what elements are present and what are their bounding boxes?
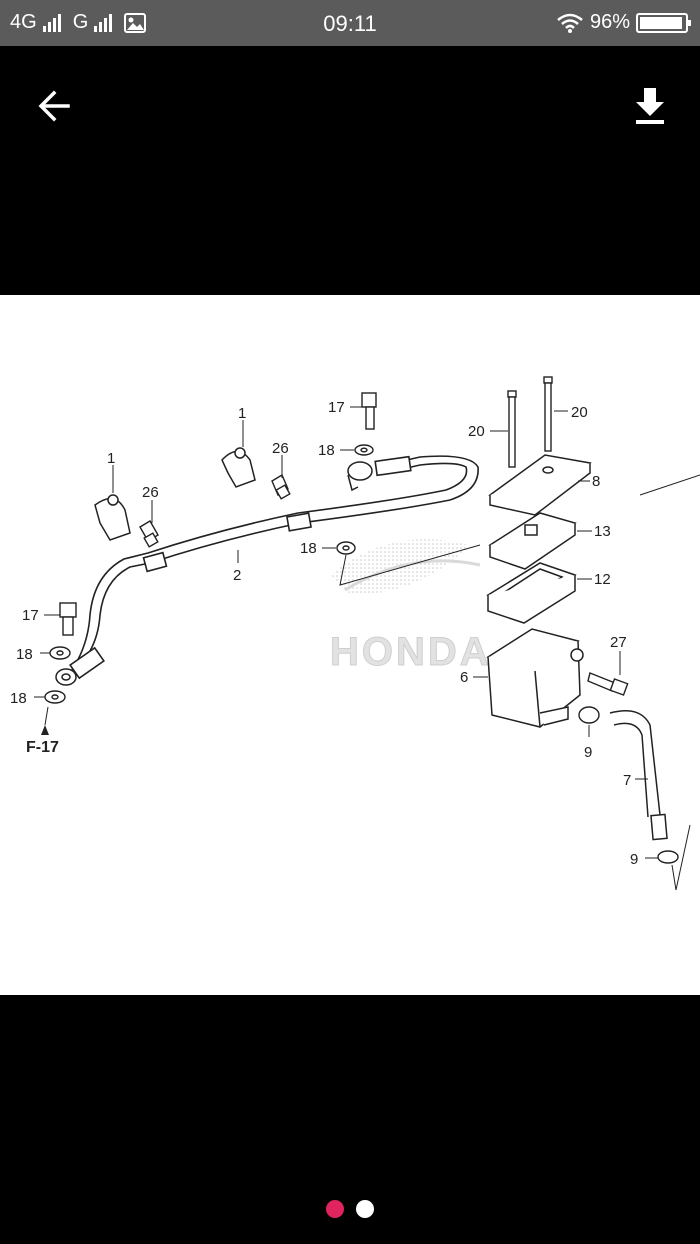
callout-18-top: 18 <box>318 442 335 459</box>
network-4g-label: 4G <box>10 11 37 33</box>
wifi-icon <box>557 13 583 33</box>
reference-f17: F-17 <box>26 739 59 756</box>
callout-7: 7 <box>623 772 631 789</box>
download-button[interactable] <box>628 82 672 130</box>
banjo-fitting-right <box>347 461 373 492</box>
callout-18-mid: 18 <box>300 540 317 557</box>
status-time: 09:11 <box>323 11 377 36</box>
watermark-label: HONDA <box>330 630 492 674</box>
callout-9-upper: 9 <box>584 744 592 761</box>
page-dot[interactable] <box>356 1200 374 1218</box>
washers <box>44 444 374 704</box>
callout-26-center: 26 <box>272 440 289 457</box>
parts-diagram: HONDA <box>10 376 700 891</box>
reservoir-plate <box>488 512 577 570</box>
viewer-toolbar <box>0 46 700 295</box>
reference-arrow <box>41 725 49 735</box>
callout-2: 2 <box>233 567 241 584</box>
reservoir-hose <box>609 710 668 841</box>
hose-clip-upper <box>578 706 600 724</box>
hose-clip-lower <box>657 850 679 864</box>
callout-18-left-upper: 18 <box>16 646 33 663</box>
callout-1-left: 1 <box>107 450 115 467</box>
status-left: 4G G <box>10 11 147 34</box>
page-indicator <box>0 1200 700 1218</box>
banjo-fitting-left <box>55 668 77 686</box>
callout-1-center: 1 <box>238 405 246 422</box>
reservoir-diaphragm <box>486 562 577 624</box>
battery-percent: 96% <box>589 11 630 33</box>
bolt-26-left <box>139 520 159 548</box>
callout-27: 27 <box>610 634 627 651</box>
bolt-17-left <box>59 602 77 636</box>
signal-icon <box>94 13 113 32</box>
reference-line-right <box>639 474 700 496</box>
callout-6: 6 <box>460 669 468 686</box>
callout-12: 12 <box>594 571 611 588</box>
reservoir-body <box>486 628 584 728</box>
parts-diagram-image[interactable]: HONDA <box>0 295 700 995</box>
callout-8: 8 <box>592 473 600 490</box>
callout-18-left-lower: 18 <box>10 690 27 707</box>
battery-icon <box>636 12 691 33</box>
hose-clamp-left <box>94 494 131 541</box>
callout-20-left: 20 <box>468 423 485 440</box>
bolt-26-center <box>271 473 291 500</box>
reservoir-cap <box>488 454 592 516</box>
download-icon <box>636 88 664 124</box>
viewer-bottom-area <box>0 995 700 1244</box>
arrow-left-icon <box>38 90 70 122</box>
callout-17-top: 17 <box>328 399 345 416</box>
callout-17-left: 17 <box>22 607 39 624</box>
page-dot[interactable] <box>326 1200 344 1218</box>
callout-13: 13 <box>594 523 611 540</box>
long-bolts-20 <box>507 376 553 468</box>
callout-9-lower: 9 <box>630 851 638 868</box>
bolt-17-top <box>361 392 377 430</box>
leader-lines <box>34 406 658 859</box>
back-button[interactable] <box>30 82 78 130</box>
callout-26-left: 26 <box>142 484 159 501</box>
reference-line-lower <box>671 824 691 891</box>
honda-watermark: HONDA <box>330 539 492 675</box>
status-bar: 4G G 09:11 96% <box>0 0 700 46</box>
hose-clamp-center <box>221 447 256 488</box>
signal-icon <box>42 13 61 32</box>
callout-20-right: 20 <box>571 404 588 421</box>
status-right: 96% <box>556 11 691 34</box>
gallery-notification-icon <box>124 12 147 33</box>
bolt-27 <box>587 672 629 696</box>
network-g-label: G <box>72 11 89 33</box>
brake-hose <box>69 455 479 680</box>
